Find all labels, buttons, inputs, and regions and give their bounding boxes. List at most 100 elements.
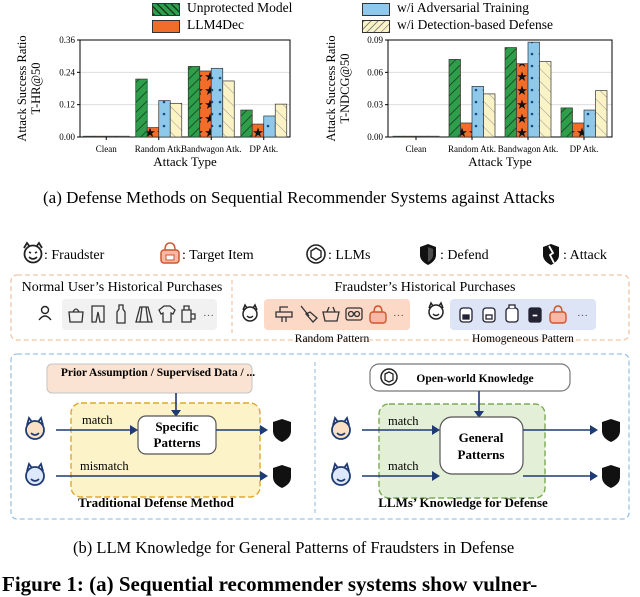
normal-ellipsis: ··· xyxy=(203,310,214,322)
legend-swatch-unprotected xyxy=(152,3,180,16)
shield-icon xyxy=(420,244,436,265)
general-patterns-box xyxy=(439,416,524,475)
llm-match-label-2: match xyxy=(388,459,419,473)
x-axis-label: Attack Type xyxy=(153,154,217,169)
fraud-diagram: : Fraudster : Target Item : LLMs : Defen… xyxy=(10,241,630,520)
homog-ellipsis: ··· xyxy=(577,310,588,322)
target-item-icon xyxy=(160,242,180,264)
shirt-icon xyxy=(158,305,176,323)
y-axis-label-line1: Attack Success Ratio xyxy=(15,35,29,141)
y-axis-label-line2: T-HR@50 xyxy=(29,62,43,114)
bar xyxy=(560,107,573,138)
y-tick-label: 0.24 xyxy=(59,67,75,77)
target-homog-icon xyxy=(549,305,567,324)
legend-label-unprotected: Unprotected Model xyxy=(187,0,293,15)
x-tick-label: DP Atk. xyxy=(249,144,278,154)
bag-icon xyxy=(68,308,84,323)
trad-mismatch-label: mismatch xyxy=(80,459,129,473)
x-tick-label: Random Atk. xyxy=(135,144,183,154)
backpack-icon-1 xyxy=(459,307,473,323)
bar xyxy=(82,135,96,138)
broom-icon xyxy=(300,305,318,323)
llm-match-label-1: match xyxy=(388,414,419,428)
attack-shield-icon xyxy=(543,244,559,265)
bar xyxy=(94,135,107,138)
bar xyxy=(222,80,235,138)
purchases-box xyxy=(10,274,630,341)
caption-a: (a) Defense Methods on Sequential Recomm… xyxy=(43,188,555,207)
trad-fraudster-icon-1 xyxy=(25,416,45,440)
trad-defend-icon xyxy=(273,419,291,442)
bar xyxy=(471,85,484,138)
knowledge-text: Open-world Knowledge xyxy=(416,373,533,385)
backpack-icon-3 xyxy=(505,304,519,323)
legend-swatch-llm4dec xyxy=(152,20,180,33)
trad-attack-icon xyxy=(273,465,291,488)
defense-box xyxy=(10,353,630,520)
y-tick-label: 0.03 xyxy=(367,100,383,110)
traditional-title: Traditional Defense Method xyxy=(78,495,235,510)
llm-fraudster-icon-2 xyxy=(331,462,351,486)
target-random-icon xyxy=(369,305,387,324)
y-tick-label: 0.36 xyxy=(59,35,75,45)
y-tick-label: 0.00 xyxy=(59,132,75,142)
bar xyxy=(595,90,608,138)
y-axis-label-line1: Attack Success Ratio xyxy=(324,35,338,141)
bar xyxy=(210,67,224,138)
bottle-icon xyxy=(116,304,126,324)
dish-icon xyxy=(322,306,340,322)
y-tick-label: 0.00 xyxy=(367,132,383,142)
caption-b: (b) LLM Knowledge for General Patterns o… xyxy=(73,538,515,557)
fraudster-homog-icon xyxy=(428,301,444,320)
bar xyxy=(240,109,253,138)
plot-frame xyxy=(387,39,613,138)
backpack-icon-4 xyxy=(528,307,542,323)
x-axis-label: Attack Type xyxy=(468,154,532,169)
llm-icon xyxy=(306,244,326,264)
bar xyxy=(135,78,148,138)
llm-defend-icon-1 xyxy=(602,419,620,442)
user-icon xyxy=(38,305,52,321)
bar xyxy=(158,100,171,138)
legend-swatch-detection xyxy=(362,20,390,33)
y-tick-label: 0.06 xyxy=(367,67,383,77)
bar xyxy=(527,41,540,138)
x-tick-label: Clean xyxy=(96,144,117,154)
legend-llms: : LLMs xyxy=(328,248,370,263)
bar xyxy=(539,61,552,138)
fraudster-random-icon xyxy=(242,303,258,322)
bar xyxy=(583,109,596,138)
normal-title: Normal User’s Historical Purchases xyxy=(22,280,223,295)
homog-label: Homogeneous Pattern xyxy=(472,333,574,345)
bar xyxy=(404,135,417,138)
specific-word-2: Patterns xyxy=(154,435,201,450)
backpack-icon-2 xyxy=(482,307,496,323)
bar xyxy=(448,59,461,138)
llm-title: LLMs’ Knowledge for Defense xyxy=(378,495,548,510)
specific-patterns-box xyxy=(137,415,217,455)
bar xyxy=(263,115,276,138)
bar xyxy=(105,135,119,138)
bar xyxy=(199,70,212,138)
pants-icon xyxy=(91,305,105,323)
y-tick-label: 0.12 xyxy=(59,100,75,110)
bar xyxy=(117,135,130,138)
random-ellipsis: ··· xyxy=(393,310,404,322)
bar xyxy=(504,47,517,138)
fraud-title: Fraudster’s Historical Purchases xyxy=(335,280,516,295)
kettle-icon xyxy=(181,305,196,323)
x-tick-label: Bandwagon Atk. xyxy=(498,144,559,154)
bar xyxy=(169,102,183,138)
bar xyxy=(392,135,405,138)
random-strip xyxy=(264,299,410,330)
bar xyxy=(427,135,440,138)
x-tick-label: DP Atk. xyxy=(570,144,599,154)
plot-frame xyxy=(79,39,291,138)
legend-attack: : Attack xyxy=(563,248,607,263)
specific-word-1: Specific xyxy=(155,419,199,434)
tape-icon xyxy=(345,307,363,321)
llm-fraudster-icon-1 xyxy=(331,416,351,440)
bar xyxy=(415,135,428,138)
legend-defend: : Defend xyxy=(440,248,489,263)
